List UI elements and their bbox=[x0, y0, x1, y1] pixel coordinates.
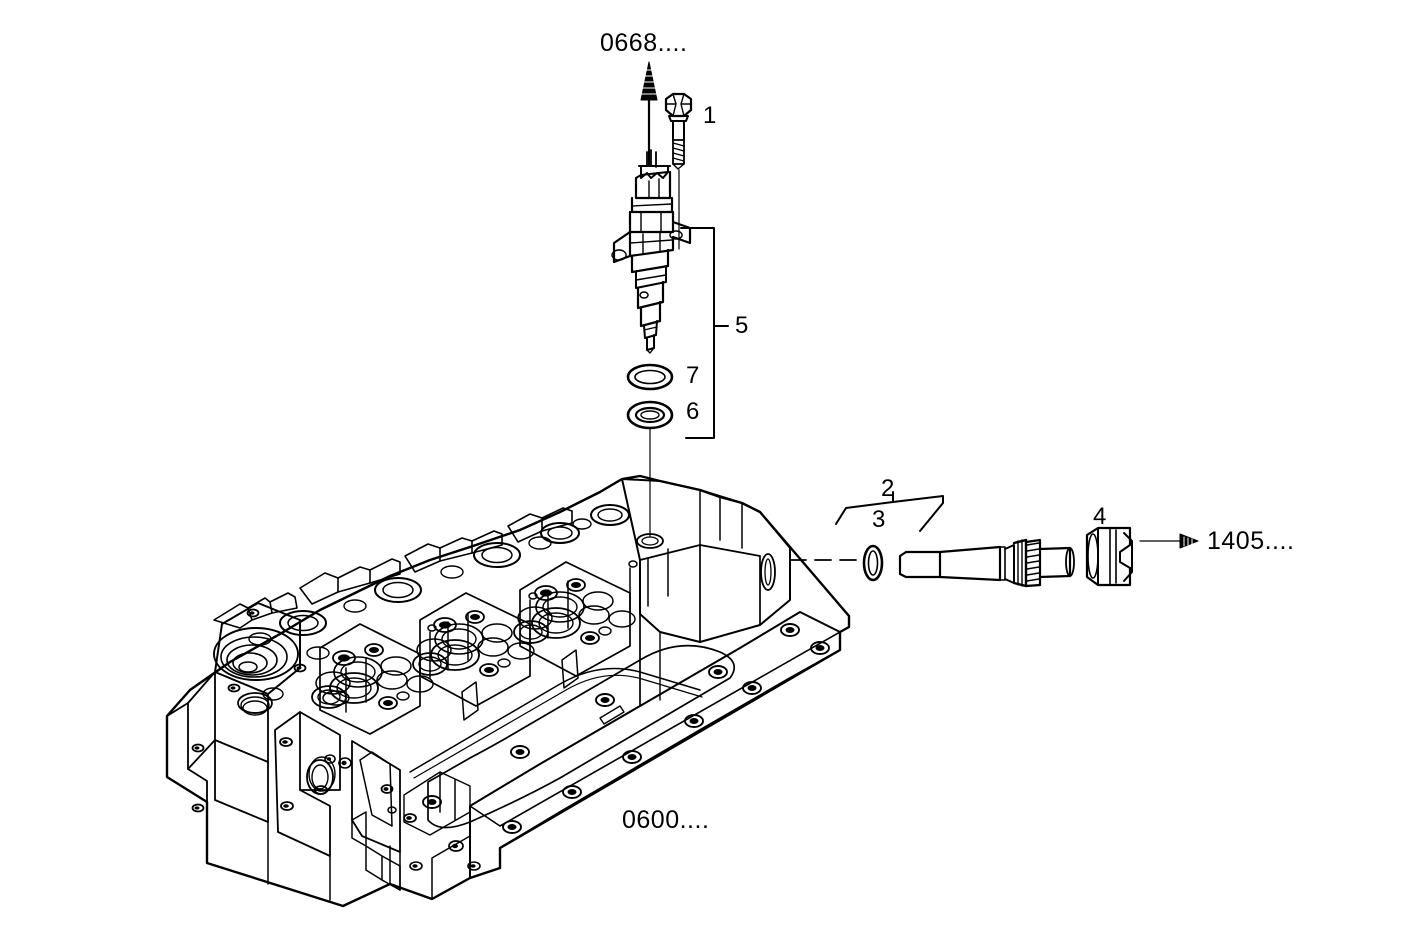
part-o-ring-seal bbox=[626, 363, 674, 391]
part-glow-plug-nut bbox=[1085, 526, 1133, 587]
part-copper-sealing-washer bbox=[626, 400, 674, 430]
bracket-item-5 bbox=[680, 227, 729, 439]
part-cylinder-head bbox=[165, 474, 851, 908]
group-ref-0600: 0600.... bbox=[622, 806, 710, 834]
item-number-3: 3 bbox=[872, 506, 886, 533]
bracket-items-2-3 bbox=[835, 491, 944, 532]
leader-0668 bbox=[639, 61, 659, 167]
part-glow-plug bbox=[898, 538, 1075, 588]
leader-1405 bbox=[1139, 533, 1199, 549]
item-number-7: 7 bbox=[686, 362, 700, 389]
item-number-4: 4 bbox=[1093, 503, 1107, 530]
group-ref-1405: 1405.... bbox=[1207, 527, 1295, 555]
group-ref-0668: 0668.... bbox=[600, 29, 688, 57]
item-number-5: 5 bbox=[735, 312, 749, 339]
part-injector-clamp-bolt bbox=[664, 92, 693, 250]
item-number-2: 2 bbox=[881, 475, 895, 502]
item-number-6: 6 bbox=[686, 398, 700, 425]
item-number-1: 1 bbox=[703, 102, 717, 129]
part-glow-plug-o-ring bbox=[862, 544, 884, 582]
part-fuel-injector bbox=[611, 149, 692, 354]
